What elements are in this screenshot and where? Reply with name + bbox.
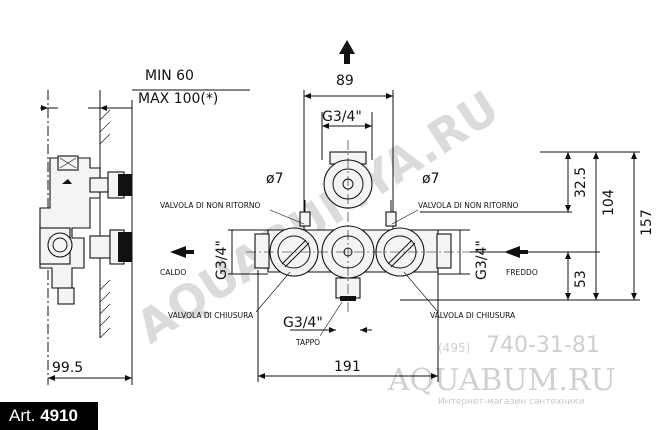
front-view <box>170 40 640 382</box>
article-prefix: Art. <box>9 406 36 425</box>
watermark-phone: 740-31-81 <box>486 333 600 358</box>
label-nrv-right: VALVOLA DI NON RITORNO <box>418 201 519 210</box>
dim-min: MIN 60 <box>145 68 194 84</box>
dim-thread-left: G3/4" <box>214 240 230 280</box>
dim-dia-right: ø7 <box>422 171 439 187</box>
article-number: 4910 <box>40 406 79 425</box>
dim-thread-bottom: G3/4" <box>283 315 323 331</box>
watermark-site: AQUABUM.RU <box>387 363 616 398</box>
label-hot: CALDO <box>160 268 186 277</box>
label-shutoff-right: VALVOLA DI CHIUSURA <box>430 311 516 320</box>
dim-bottom-width: 191 <box>334 359 361 375</box>
watermark-phone-code: (495) <box>438 341 470 355</box>
label-cold: FREDDO <box>506 268 538 277</box>
dim-top-width: 89 <box>336 73 354 89</box>
dim-thread-top: G3/4" <box>322 109 362 125</box>
watermark-tagline: Интернет-магазин сантехники <box>438 397 585 407</box>
dim-right-a: 32.5 <box>573 167 589 198</box>
article-label: Art. 4910 <box>9 406 78 426</box>
label-plug: TAPPO <box>295 338 320 347</box>
dim-right-d: 53 <box>573 270 589 288</box>
label-shutoff-left: VALVOLA DI CHIUSURA <box>168 311 254 320</box>
label-nrv-left: VALVOLA DI NON RITORNO <box>160 201 261 210</box>
dim-dia-left: ø7 <box>266 171 283 187</box>
dim-right-c: 157 <box>639 209 655 236</box>
dim-max: MAX 100(*) <box>138 91 218 107</box>
side-view <box>39 90 133 385</box>
dim-thread-right: G3/4" <box>474 240 490 280</box>
dim-side-width: 99.5 <box>52 360 83 376</box>
article-badge: Art. 4910 <box>0 402 98 430</box>
dim-right-b: 104 <box>601 189 617 216</box>
